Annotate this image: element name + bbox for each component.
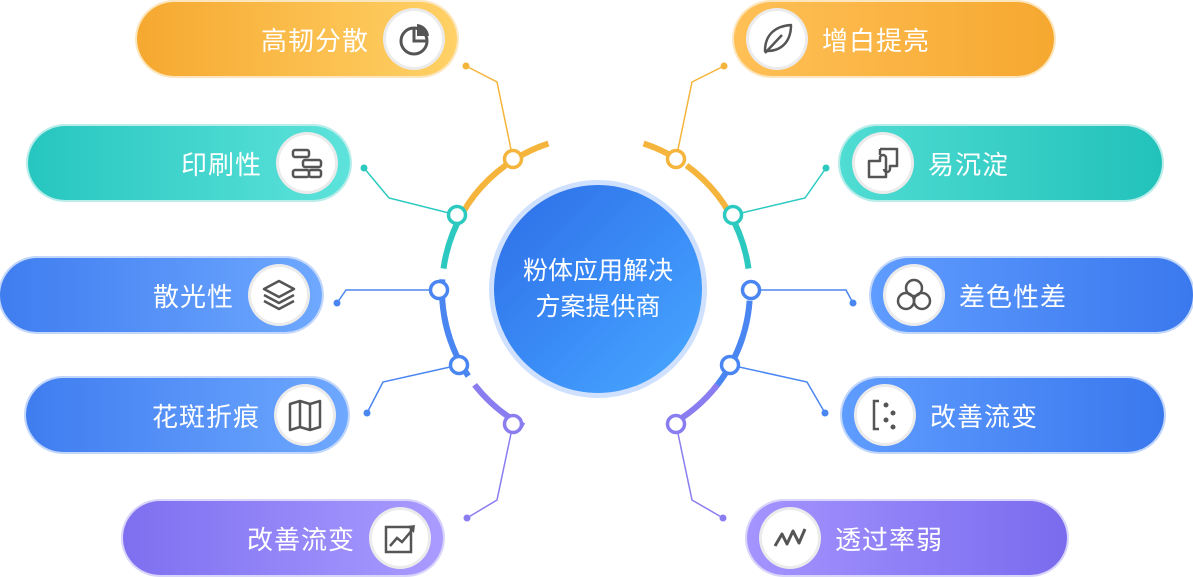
- puzzle-icon: [852, 132, 914, 194]
- center-circle: 粉体应用解决方案提供商: [494, 185, 702, 393]
- feature-label: 差色性差: [959, 282, 1068, 313]
- recycle-icon: [883, 264, 945, 326]
- feature-pill: 透过率弱: [747, 501, 1067, 575]
- feature-label: 高韧分散: [260, 26, 369, 57]
- connector-line: [675, 423, 724, 519]
- ring-node: [446, 204, 468, 226]
- connector-end-dot: [333, 299, 341, 307]
- layers-icon: [248, 264, 310, 326]
- connector-line: [729, 364, 826, 414]
- feature-label: 改善流变: [930, 402, 1039, 433]
- feature-pill: 花斑折痕: [26, 378, 348, 452]
- feature-pill: 改善流变: [842, 378, 1164, 452]
- feature-pill: 散光性: [0, 258, 322, 332]
- connector-line: [366, 364, 460, 414]
- feature-pill: 差色性差: [871, 258, 1193, 332]
- connector-line: [466, 423, 514, 519]
- center-title: 粉体应用解决方案提供商: [522, 256, 673, 321]
- connector-end-dot: [363, 409, 371, 417]
- ring-node: [502, 148, 524, 170]
- feature-label: 易沉淀: [928, 150, 1010, 181]
- ring-node: [428, 279, 450, 301]
- connector-line: [675, 65, 725, 160]
- line-graph-icon: [759, 507, 821, 569]
- feature-pill: 改善流变: [123, 501, 443, 575]
- ring-node: [502, 413, 524, 435]
- feature-label: 花斑折痕: [151, 402, 260, 433]
- feature-label: 增白提亮: [822, 26, 931, 57]
- feature-pill: 易沉淀: [840, 126, 1162, 200]
- ring-node: [665, 148, 687, 170]
- connector-end-dot: [719, 514, 727, 522]
- connector-line: [336, 289, 439, 304]
- connector-end-dot: [720, 62, 728, 70]
- ring-node: [722, 204, 744, 226]
- feature-pill: 印刷性: [28, 126, 350, 200]
- pie-chart-icon: [383, 8, 445, 70]
- connector-line: [732, 167, 827, 216]
- ring-node: [665, 413, 687, 435]
- connector-end-dot: [463, 514, 471, 522]
- layout-blocks-icon: [276, 132, 338, 194]
- feature-pill: 高韧分散: [137, 2, 457, 76]
- connector-end-dot: [462, 62, 470, 70]
- ring-node: [719, 354, 741, 376]
- connector-line: [751, 289, 854, 304]
- leaf-icon: [746, 8, 808, 70]
- connector-end-dot: [360, 164, 368, 172]
- feature-label: 印刷性: [180, 150, 262, 181]
- ring-node: [448, 354, 470, 376]
- feature-label: 改善流变: [246, 525, 355, 556]
- feature-label: 透过率弱: [835, 525, 944, 556]
- feature-label: 散光性: [152, 282, 234, 313]
- trend-up-icon: [369, 507, 431, 569]
- ring-node: [740, 279, 762, 301]
- connector-line: [465, 65, 514, 160]
- connector-end-dot: [821, 409, 829, 417]
- feature-pill: 增白提亮: [734, 2, 1054, 76]
- connector-end-dot: [849, 299, 857, 307]
- connector-end-dot: [822, 164, 830, 172]
- split-flow-icon: [854, 384, 916, 446]
- map-fold-icon: [274, 384, 336, 446]
- connector-line: [363, 167, 458, 216]
